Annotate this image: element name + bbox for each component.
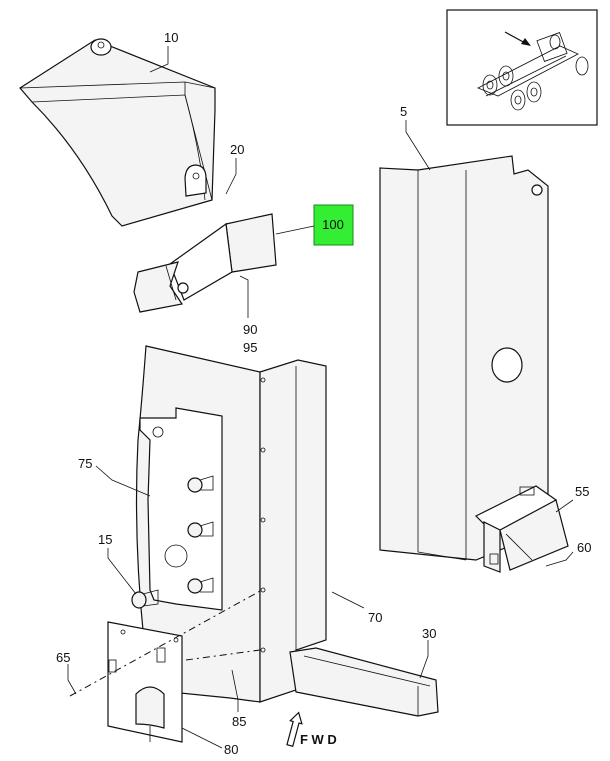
callout-15[interactable]: 15 [98, 532, 112, 547]
locator-arrow-icon [504, 31, 531, 46]
callout-numbers: 10 20 90 95 5 75 15 55 60 70 30 65 85 80 [56, 30, 591, 757]
part-55-bracket [474, 485, 569, 573]
part-5-channel [379, 155, 549, 561]
fwd-indicator: F W D [286, 711, 337, 747]
assembly-lines [69, 589, 263, 697]
callout-10[interactable]: 10 [164, 30, 178, 45]
callout-85[interactable]: 85 [232, 714, 246, 729]
part-75-plate [131, 407, 223, 611]
part-10-cover [19, 38, 216, 227]
callout-30[interactable]: 30 [422, 626, 436, 641]
callout-80[interactable]: 80 [224, 742, 238, 757]
callout-100-highlight[interactable]: 100 [313, 204, 354, 246]
callout-95[interactable]: 95 [243, 340, 257, 355]
callout-70[interactable]: 70 [368, 610, 382, 625]
leader-lines [67, 46, 574, 749]
callout-5[interactable]: 5 [400, 104, 407, 119]
callout-100-label: 100 [322, 217, 344, 232]
callout-60[interactable]: 60 [577, 540, 591, 555]
callout-55[interactable]: 55 [575, 484, 589, 499]
part-30-rail [289, 647, 439, 717]
callout-65[interactable]: 65 [56, 650, 70, 665]
callout-20[interactable]: 20 [230, 142, 244, 157]
part-90-bracket [133, 213, 277, 313]
locator-inset [446, 9, 598, 126]
fwd-label: F W D [300, 732, 337, 747]
callout-90[interactable]: 90 [243, 322, 257, 337]
callout-75[interactable]: 75 [78, 456, 92, 471]
part-80-plate [107, 621, 183, 743]
forward-arrow-icon [286, 711, 303, 747]
truck-chassis-icon [477, 32, 589, 111]
